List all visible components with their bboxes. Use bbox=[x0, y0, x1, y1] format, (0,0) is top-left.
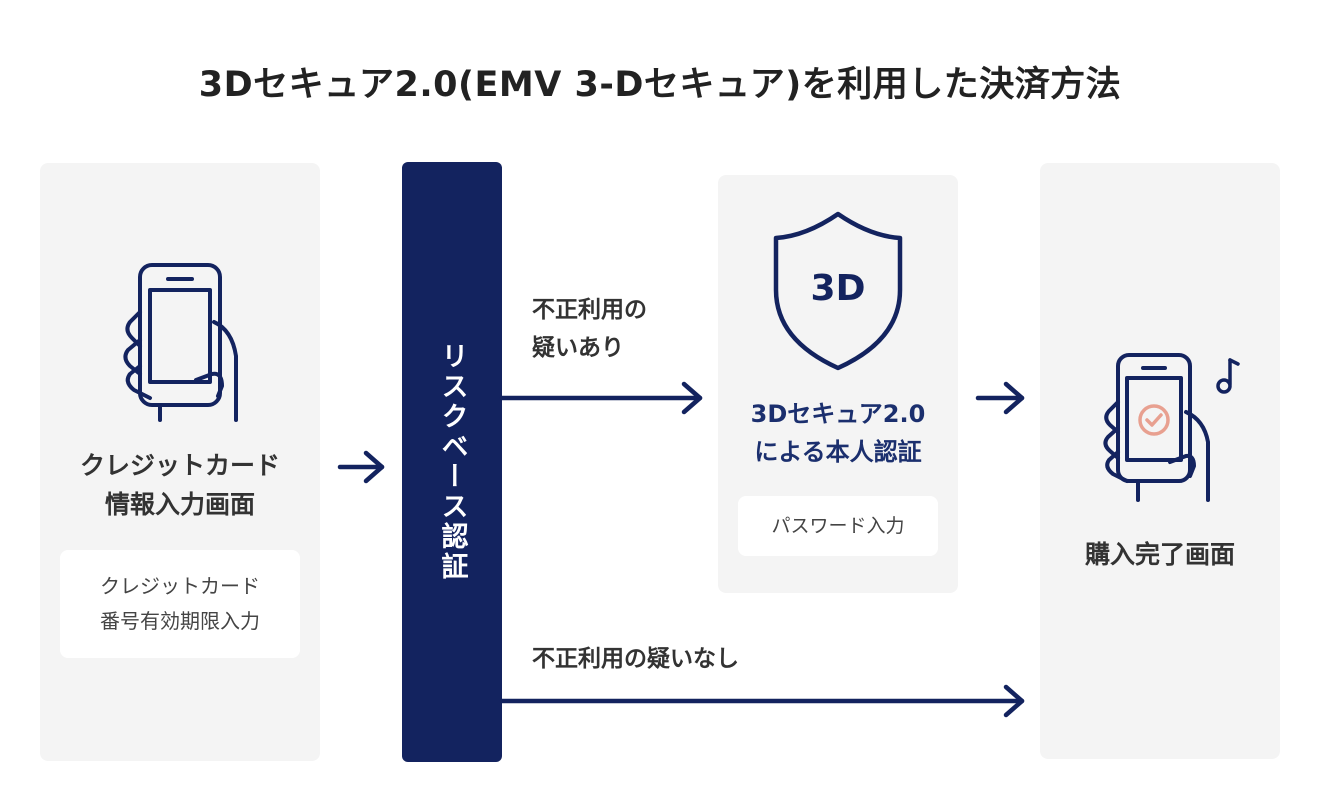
no-fraud-label: 不正利用の疑いなし bbox=[532, 646, 739, 672]
fraud-suspected-line2: 疑いあり bbox=[532, 334, 624, 361]
password-input-box: パスワード入力 bbox=[738, 496, 938, 556]
risk-based-auth-label: リスクベース認証 bbox=[436, 342, 468, 582]
card-input-panel bbox=[40, 163, 320, 761]
secure-auth-label: 3Dセキュア2.0 による本人認証 bbox=[718, 395, 958, 472]
page-title: 3Dセキュア2.0(EMV 3-Dセキュア)を利用した決済方法 bbox=[198, 65, 1122, 105]
fraud-suspected-line1: 不正利用の bbox=[532, 297, 647, 323]
shield-badge-text: 3D bbox=[810, 268, 866, 309]
card-input-label: クレジットカード 情報入力画面 bbox=[40, 447, 320, 525]
purchase-complete-label: 購入完了画面 bbox=[1084, 540, 1235, 569]
card-number-expiry-box: クレジットカード 番号有効期限入力 bbox=[60, 550, 300, 658]
card-input-label-line2: 情報入力画面 bbox=[104, 489, 255, 519]
risk-based-auth-bar: リスクベース認証 bbox=[402, 162, 502, 762]
card-input-label-line1: クレジットカード bbox=[79, 451, 280, 480]
fraud-suspected-label: 不正利用の 疑いあり bbox=[532, 292, 647, 368]
secure-auth-line2: による本人認証 bbox=[754, 438, 922, 467]
card-sub-line1: クレジットカード bbox=[100, 574, 260, 598]
secure-auth-line1: 3Dセキュア2.0 bbox=[750, 400, 926, 428]
card-sub-line2: 番号有効期限入力 bbox=[100, 609, 260, 633]
